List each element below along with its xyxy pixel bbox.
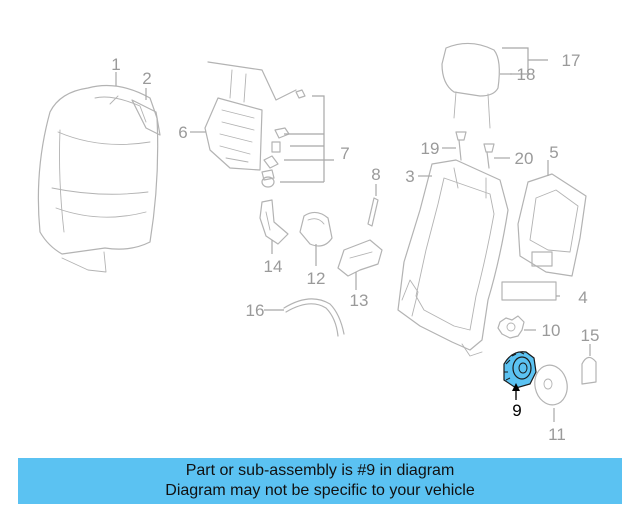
callout-9-arrow — [512, 383, 520, 400]
part-6-heater-element — [204, 61, 297, 171]
callout-16: 16 — [246, 301, 265, 320]
part-13-trim — [337, 239, 383, 277]
callout-2: 2 — [142, 69, 151, 88]
callout-18: 18 — [517, 65, 536, 84]
part-12-cover-plate — [299, 211, 333, 247]
callout-20: 20 — [515, 149, 534, 168]
callout-1: 1 — [111, 55, 120, 74]
callout-6: 6 — [178, 123, 187, 142]
part-14-bracket — [259, 199, 289, 245]
part-8-rod — [367, 197, 379, 227]
callout-17: 17 — [562, 51, 581, 70]
caption-banner: Part or sub-assembly is #9 in diagram Di… — [18, 458, 622, 504]
callout-7: 7 — [340, 144, 349, 163]
callout-8: 8 — [371, 165, 380, 184]
part-10-gear — [497, 315, 525, 339]
caption-line-1: Part or sub-assembly is #9 in diagram — [185, 462, 455, 479]
caption-line-2: Diagram may not be specific to your vehi… — [165, 482, 475, 499]
part-19-guide — [455, 131, 467, 161]
parts-diagram: 1 2 3 4 5 6 7 8 9 10 11 12 13 14 15 16 1… — [37, 42, 600, 444]
callout-19: 19 — [421, 139, 440, 158]
part-5-rear-panel — [517, 173, 587, 277]
callout-15: 15 — [581, 326, 600, 345]
callout-4: 4 — [578, 288, 587, 307]
leader-lines — [115, 47, 591, 422]
part-16-cable — [283, 298, 345, 337]
part-11-knob-cap — [534, 364, 568, 406]
part-2-seat-cover — [109, 95, 161, 136]
callout-10: 10 — [542, 321, 561, 340]
part-17-headrest — [441, 42, 500, 129]
callout-13: 13 — [350, 291, 369, 310]
callout-3: 3 — [405, 167, 414, 186]
callout-5: 5 — [549, 143, 558, 162]
part-7-clips — [261, 89, 306, 188]
callout-12: 12 — [307, 269, 326, 288]
part-9-knob-highlighted — [503, 351, 537, 389]
callout-9: 9 — [512, 401, 521, 420]
part-4-pad — [501, 281, 557, 301]
part-20-guide — [483, 143, 495, 169]
callout-11: 11 — [548, 425, 566, 444]
part-3-seatback-frame — [397, 159, 509, 357]
part-15-clip — [581, 356, 597, 385]
callout-14: 14 — [264, 257, 283, 276]
part-1-seat-cushion — [37, 84, 159, 273]
